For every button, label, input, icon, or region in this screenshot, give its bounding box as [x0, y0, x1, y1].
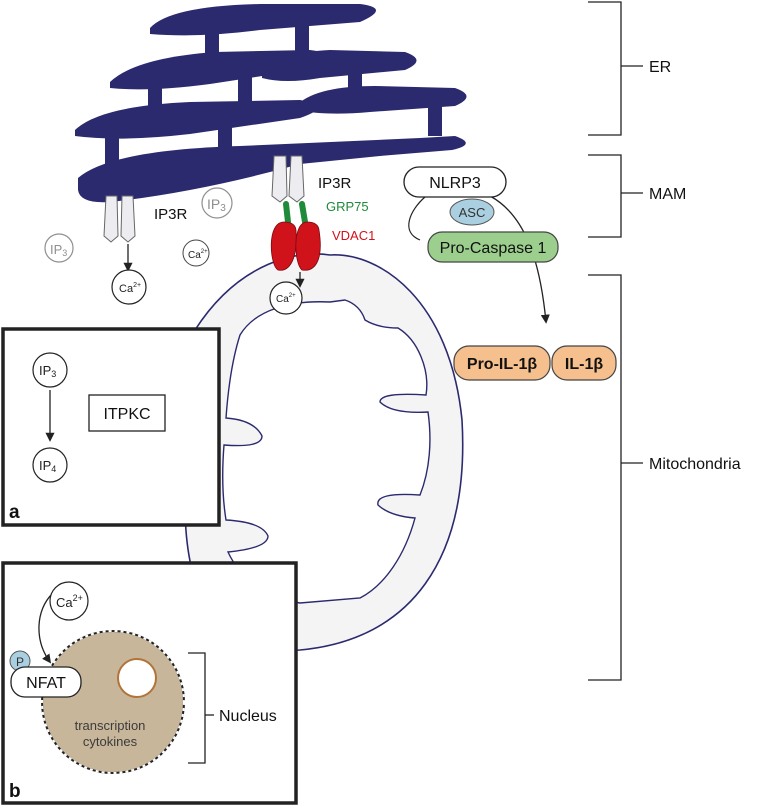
grp75-label: GRP75: [326, 199, 369, 214]
svg-text:IP3: IP3: [207, 196, 226, 214]
inflammasome-pathway: NLRP3 ASC Pro-Caspase 1 Pro-IL-1β IL-1β: [403, 166, 617, 381]
ip4-molecule-panel-a: IP4: [32, 447, 68, 483]
vdac1-label: VDAC1: [332, 228, 375, 243]
ip3r-label-right: IP3R: [318, 175, 352, 192]
svg-text:NFAT: NFAT: [26, 675, 66, 692]
calcium-ion-cytosol: Ca2+: [182, 239, 210, 267]
svg-text:IP4: IP4: [39, 458, 56, 474]
panel-b: transcription cytokines Ca2+ P NFAT b: [1, 561, 298, 805]
ip3-molecule-panel-a: IP3: [32, 352, 68, 388]
panel-a-letter: a: [9, 502, 20, 523]
grp75-protein: [283, 201, 308, 225]
nucleus-label: Nucleus: [219, 708, 277, 725]
ip3r-channel-left: [103, 195, 136, 243]
mam-bracket: [588, 154, 643, 238]
svg-text:Pro-Caspase 1: Pro-Caspase 1: [440, 240, 547, 257]
panel-a: IP3 IP4 ITPKC a: [1, 327, 221, 527]
calcium-ion-panel-b: Ca2+: [49, 581, 89, 621]
mitochondrion: [184, 253, 464, 652]
vdac1-channel: [270, 221, 321, 271]
calcium-ion-mitochondria: Ca2+: [269, 272, 305, 315]
asc-protein: ASC: [449, 198, 495, 226]
svg-text:Ca2+: Ca2+: [276, 293, 296, 305]
svg-text:NLRP3: NLRP3: [429, 175, 481, 192]
svg-text:Pro-IL-1β: Pro-IL-1β: [467, 356, 537, 373]
itpkc-enzyme: ITPKC: [88, 394, 166, 432]
svg-text:IP3: IP3: [39, 363, 56, 379]
mitochondria-bracket: [588, 274, 643, 681]
ip3r-label-left: IP3R: [154, 206, 188, 223]
mam-label: MAM: [649, 186, 686, 203]
ip3-molecule-left: IP3: [44, 233, 74, 263]
ip3r-channel-right: [271, 155, 305, 203]
calcium-ion-left-channel: Ca2+: [111, 244, 147, 305]
cristae: [221, 299, 431, 604]
il-1b: IL-1β: [551, 345, 617, 381]
svg-text:Ca2+: Ca2+: [119, 282, 141, 295]
svg-text:ITPKC: ITPKC: [103, 406, 150, 423]
mitochondria-label: Mitochondria: [649, 456, 741, 473]
nfat-protein: NFAT: [10, 666, 82, 698]
nucleus-text-line2: cytokines: [83, 734, 138, 749]
panel-b-letter: b: [9, 781, 21, 802]
er-bracket: [588, 1, 643, 136]
er-label: ER: [649, 59, 671, 76]
svg-text:ASC: ASC: [459, 205, 486, 220]
svg-text:Ca2+: Ca2+: [188, 249, 208, 261]
svg-text:P: P: [16, 655, 24, 669]
pro-il-1b: Pro-IL-1β: [453, 345, 551, 381]
nlrp3-protein: NLRP3: [403, 166, 507, 198]
svg-text:IP3: IP3: [50, 242, 67, 258]
ip3-molecule-upper: IP3: [201, 187, 233, 219]
pro-caspase-1: Pro-Caspase 1: [427, 231, 559, 263]
nucleolus: [117, 658, 157, 698]
endoplasmic-reticulum: [75, 4, 467, 203]
nucleus-bracket: [188, 652, 214, 764]
svg-text:IL-1β: IL-1β: [565, 356, 603, 373]
nucleus: transcription cytokines: [41, 630, 185, 774]
nucleus-text-line1: transcription: [75, 718, 146, 733]
svg-text:Ca2+: Ca2+: [56, 593, 83, 610]
